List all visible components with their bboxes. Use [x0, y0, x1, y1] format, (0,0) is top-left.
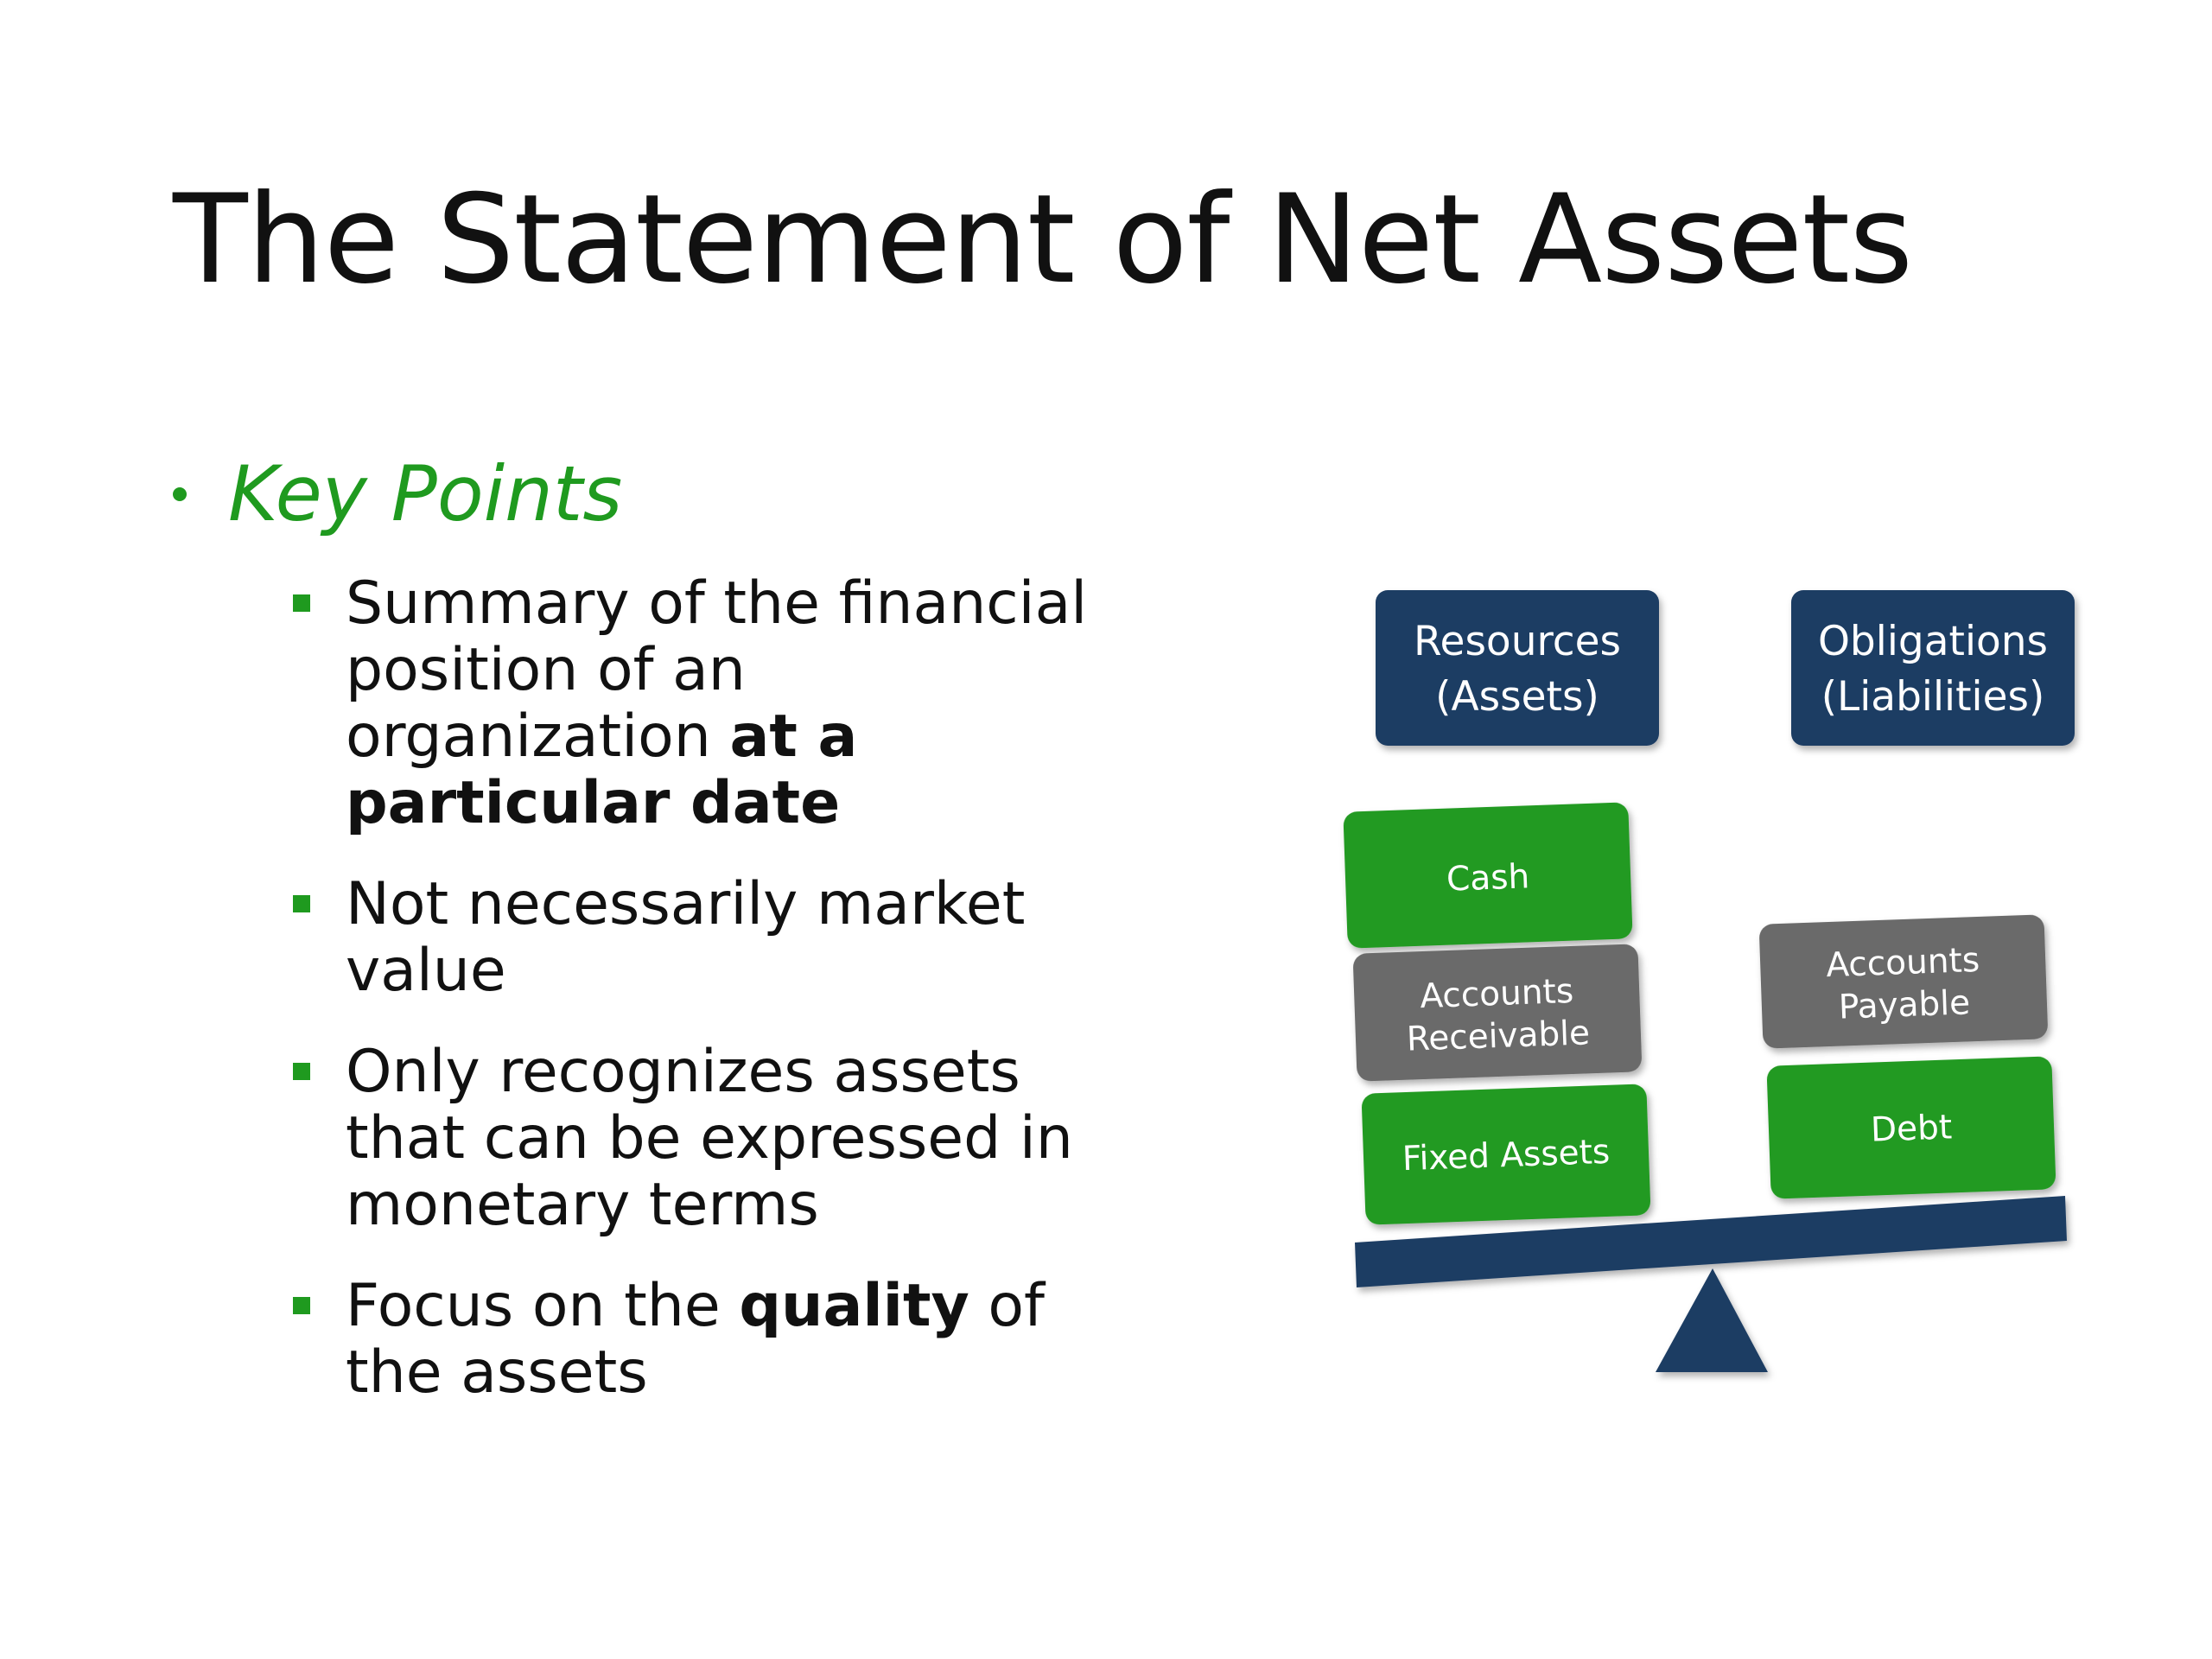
balance-beam	[1355, 1196, 2067, 1287]
resources-header-line1: Resources	[1414, 618, 1621, 665]
obligations-header-line1: Obligations	[1818, 618, 2048, 665]
liability-label-debt: Debt	[1870, 1108, 1953, 1149]
asset-label-cash: Cash	[1446, 857, 1530, 899]
asset-box-accounts-receivable: Accounts Receivable	[1353, 944, 1642, 1082]
bullet-text: Summary of the financial position of an …	[346, 569, 1088, 771]
bullet-item: Summary of the financial position of an …	[289, 570, 1119, 836]
slide-title: The Statement of Net Assets	[173, 168, 1913, 311]
bullet-list: Summary of the financial position of an …	[289, 570, 1119, 1440]
resources-header-line2: (Assets)	[1435, 673, 1599, 721]
asset-label-accounts-receivable-line1: Accounts	[1420, 972, 1574, 1016]
bullet-text: Not necessarily market value	[346, 870, 1026, 1005]
bullet-item: Focus on the quality of the assets	[289, 1273, 1119, 1406]
bullet-item: Not necessarily market value	[289, 871, 1119, 1004]
square-bullet-icon	[293, 594, 310, 612]
liability-box-accounts-payable: Accounts Payable	[1759, 914, 2048, 1049]
asset-box-cash: Cash	[1343, 802, 1633, 949]
bullet-text: Only recognizes assets that can be expre…	[346, 1038, 1073, 1239]
bullet-text: Focus on the	[346, 1272, 740, 1340]
key-points-label: Key Points	[228, 449, 623, 538]
liability-label-accounts-payable-line1: Accounts	[1826, 941, 1980, 985]
bullet-item: Only recognizes assets that can be expre…	[289, 1039, 1119, 1238]
asset-label-accounts-receivable-line2: Receivable	[1406, 1014, 1591, 1058]
asset-box-fixed-assets: Fixed Assets	[1361, 1084, 1651, 1225]
square-bullet-icon	[293, 1063, 310, 1080]
bullet-text-bold: at a particular date	[346, 702, 858, 837]
obligations-header-box: Obligations (Liabilities)	[1791, 590, 2075, 746]
liability-label-accounts-payable-line2: Payable	[1838, 983, 1971, 1027]
bullet-text-bold: quality	[739, 1272, 969, 1340]
bullet-dot-icon	[173, 487, 187, 502]
square-bullet-icon	[293, 1297, 310, 1314]
resources-header-box: Resources (Assets)	[1376, 590, 1659, 746]
bullet-text: of the assets	[346, 1272, 1045, 1407]
key-points-heading: Key Points	[173, 449, 622, 538]
obligations-header-line2: (Liabilities)	[1821, 673, 2045, 721]
square-bullet-icon	[293, 895, 310, 912]
fulcrum-triangle-icon	[1656, 1268, 1768, 1372]
asset-label-fixed-assets: Fixed Assets	[1402, 1133, 1611, 1179]
liability-box-debt: Debt	[1766, 1056, 2056, 1199]
